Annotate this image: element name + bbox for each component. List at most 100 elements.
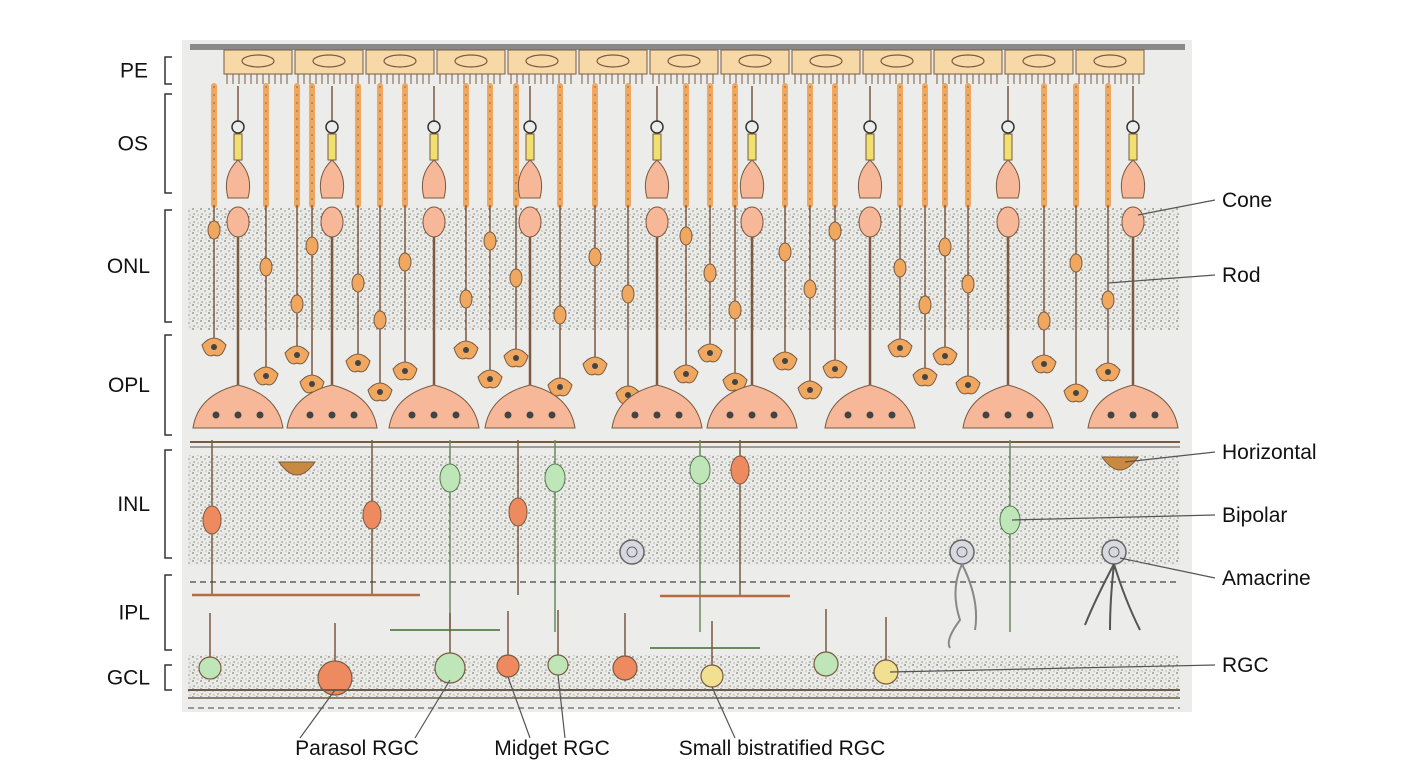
rod-nucleus [351,273,365,293]
cone-synapse [408,411,416,419]
amacrine-dendrites [947,563,978,649]
cone-inner-segment [517,159,543,199]
horizontal-label: Horizontal [1222,441,1317,464]
rod-nucleus [373,310,387,330]
cone-synapse [888,411,896,419]
pe-cell [933,49,1003,75]
rod-nucleus [961,274,975,294]
rod-synapse [732,379,738,385]
rod-synapse [294,352,300,358]
layer-bracket-onl [164,209,172,323]
midget-label: Midget RGC [494,737,610,760]
pe-nucleus [241,54,275,68]
rod-synapse [707,350,713,356]
rod-synapse [922,374,928,380]
cone-inner-segment [644,159,670,199]
rod-nucleus [918,295,932,315]
rgc [813,651,839,677]
cone-outer-segment [1128,133,1138,161]
amacrine-dendrites [1084,563,1141,631]
cone-nucleus [1121,206,1145,238]
cone-nucleus [996,206,1020,238]
pe-nucleus [951,54,985,68]
layer-label-pe: PE [120,60,148,83]
rod-synapse [625,392,631,398]
cone-synapse [234,411,242,419]
layer-label-onl: ONL [107,255,150,278]
cone-cilium-loop [1126,120,1140,134]
amacrine-label: Amacrine [1222,567,1311,590]
pe-cell [578,49,648,75]
layer-bracket-inl [164,449,172,559]
cone-inner-segment [1120,159,1146,199]
rod-synapse [513,355,519,361]
cone-outer-segment [327,133,337,161]
rod-synapse [377,389,383,395]
inner-retina-cells [188,440,1180,709]
amacrine-leader-line [1119,557,1216,579]
rod-synapse [832,366,838,372]
cone-cilium-loop [745,120,759,134]
cone-cilium-loop [231,120,245,134]
layer-bracket-gcl [164,664,172,691]
pe-cell [1004,49,1074,75]
layer-label-os: OS [118,133,148,156]
pe-cell [791,49,861,75]
rod-nucleus [778,242,792,262]
bipolar-cell [508,497,528,527]
amacrine-nucleus [956,546,968,558]
parasol-rgc [317,660,353,696]
cone-synapse [350,411,358,419]
horizontal-cell [278,461,316,476]
cone-synapse [430,411,438,419]
rod-synapse [592,363,598,369]
pe-cell [862,49,932,75]
rod-nucleus [938,237,952,257]
cone-cilium-loop [1001,120,1015,134]
pe-nucleus [809,54,843,68]
cone-cilium-loop [325,120,339,134]
cone-synapse [770,411,778,419]
bipolar-cell [439,463,461,493]
pe-nucleus [525,54,559,68]
rod-nucleus [728,300,742,320]
amacrine-cell [949,539,975,565]
rod-synapse [782,358,788,364]
small-bistratified-rgc [700,664,724,688]
rod-nucleus [1069,253,1083,273]
cone-inner-segment [739,159,765,199]
cone-synapse [212,411,220,419]
pe-nucleus [454,54,488,68]
cone-cilium-loop [427,120,441,134]
rod-nucleus [703,263,717,283]
cone-nucleus [858,206,882,238]
cone-outer-segment [525,133,535,161]
rod-synapse [897,345,903,351]
bipolar-cell [202,505,222,535]
rod-synapse [807,387,813,393]
rod-nucleus [1101,290,1115,310]
parasol-label: Parasol RGC [295,737,419,760]
layer-bracket-os [164,93,172,194]
cone-inner-segment [225,159,251,199]
cone-nucleus [422,206,446,238]
cone-inner-segment [319,159,345,199]
cone-outer-segment [865,133,875,161]
cone-synapse [726,411,734,419]
cone-cilium-loop [863,120,877,134]
parasol-leader-line [414,679,451,739]
rod-synapse [683,371,689,377]
amacrine-nucleus [1108,546,1120,558]
cone-synapse [1026,411,1034,419]
rod-synapse [402,368,408,374]
pe-nucleus [1022,54,1056,68]
cone-inner-segment [421,159,447,199]
midget-leader-line [557,674,566,739]
rod-leader-line [1107,274,1216,284]
amacrine-cell [619,539,645,565]
layer-label-opl: OPL [108,374,150,397]
pe-cell [223,49,293,75]
rod-synapse [965,382,971,388]
rod-synapse [557,384,563,390]
